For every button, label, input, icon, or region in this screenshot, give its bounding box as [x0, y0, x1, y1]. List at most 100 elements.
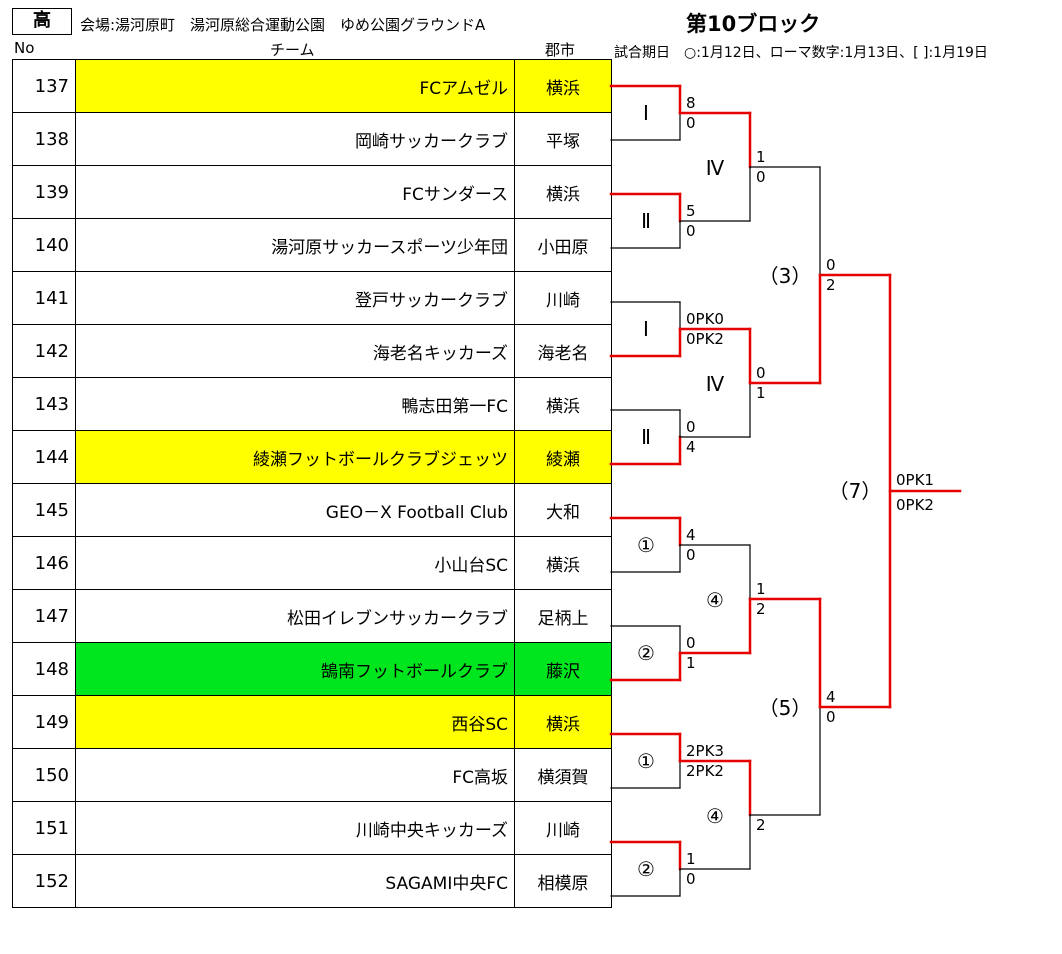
round2-score-bottom: 1: [756, 384, 766, 402]
team-city: 平塚: [514, 112, 612, 166]
team-name: 海老名キッカーズ: [75, 324, 515, 378]
round2-score-top: 0: [756, 364, 766, 382]
round1-match-label: ②: [637, 641, 655, 665]
round1-match-label: Ⅰ: [643, 101, 649, 125]
team-number: 148: [12, 642, 76, 696]
team-city: 相模原: [514, 854, 612, 908]
round1-match-label: ①: [637, 533, 655, 557]
team-number: 140: [12, 218, 76, 272]
round2-match-label: ④: [706, 804, 724, 828]
round3-score-top: 0: [826, 256, 836, 274]
team-name: FC高坂: [75, 748, 515, 802]
round3-match-label: （3）: [759, 264, 812, 288]
round3-score-bottom: 2: [826, 276, 836, 294]
team-city: 大和: [514, 483, 612, 537]
team-city: 小田原: [514, 218, 612, 272]
round2-score-top: 1: [756, 148, 766, 166]
team-name: FCサンダース: [75, 165, 515, 219]
column-header-team: チーム: [270, 41, 315, 59]
team-name: 綾瀬フットボールクラブジェッツ: [75, 430, 515, 484]
round1-score-top: 0: [686, 418, 696, 436]
team-name: FCアムゼル: [75, 59, 515, 113]
round1-match-label: ①: [637, 749, 655, 773]
team-number: 139: [12, 165, 76, 219]
team-number: 147: [12, 589, 76, 643]
team-name: 鴨志田第一FC: [75, 377, 515, 431]
team-number: 137: [12, 59, 76, 113]
team-number: 146: [12, 536, 76, 590]
team-city: 横浜: [514, 377, 612, 431]
team-name: 登戸サッカークラブ: [75, 271, 515, 325]
team-city: 横浜: [514, 165, 612, 219]
round1-score-top: 8: [686, 94, 696, 112]
team-city: 横浜: [514, 536, 612, 590]
round2-match-label: Ⅳ: [706, 156, 725, 180]
round1-match-label: Ⅱ: [641, 209, 651, 233]
team-number: 142: [12, 324, 76, 378]
team-city: 横浜: [514, 59, 612, 113]
round1-score-bottom: 1: [686, 654, 696, 672]
final-score-top: 0PK1: [896, 471, 934, 489]
round1-score-bottom: 0: [686, 870, 696, 888]
round1-score-bottom: 0: [686, 546, 696, 564]
round1-match-label: Ⅱ: [641, 425, 651, 449]
team-city: 藤沢: [514, 642, 612, 696]
team-number: 149: [12, 695, 76, 749]
team-city: 足柄上: [514, 589, 612, 643]
venue-text: 会場:湯河原町 湯河原総合運動公園 ゆめ公園グラウンドA: [80, 16, 486, 34]
round1-score-top: 0PK0: [686, 310, 724, 328]
schedule-legend: 試合期日 ○:1月12日、ローマ数字:1月13日、[ ]:1月19日: [614, 45, 988, 61]
round1-score-bottom: 4: [686, 438, 696, 456]
team-city: 川崎: [514, 801, 612, 855]
round1-score-top: 1: [686, 850, 696, 868]
team-city: 川崎: [514, 271, 612, 325]
round2-score-bottom: 0: [756, 168, 766, 186]
column-header-no: No: [14, 39, 35, 57]
team-name: 湯河原サッカースポーツ少年団: [75, 218, 515, 272]
round1-score-bottom: 0: [686, 222, 696, 240]
round2-score-bottom: 2: [756, 816, 766, 834]
round2-score-bottom: 2: [756, 600, 766, 618]
team-number: 141: [12, 271, 76, 325]
round3-score-bottom: 0: [826, 708, 836, 726]
team-name: 川崎中央キッカーズ: [75, 801, 515, 855]
round1-score-top: 2PK3: [686, 742, 724, 760]
round3-score-top: 4: [826, 688, 836, 706]
team-city: 横須賀: [514, 748, 612, 802]
team-name: 西谷SC: [75, 695, 515, 749]
round2-score-top: 1: [756, 580, 766, 598]
round1-score-top: 5: [686, 202, 696, 220]
final-match-label: （7）: [829, 479, 882, 503]
column-header-city: 郡市: [545, 41, 576, 59]
team-number: 151: [12, 801, 76, 855]
team-city: 横浜: [514, 695, 612, 749]
team-city: 綾瀬: [514, 430, 612, 484]
round1-score-bottom: 0: [686, 114, 696, 132]
round1-score-top: 0: [686, 634, 696, 652]
team-name: GEO－X Football Club: [75, 483, 515, 537]
round1-score-top: 4: [686, 526, 696, 544]
round1-score-bottom: 0PK2: [686, 330, 724, 348]
round3-match-label: （5）: [759, 696, 812, 720]
team-name: 岡崎サッカークラブ: [75, 112, 515, 166]
round2-match-label: Ⅳ: [706, 372, 725, 396]
round1-score-bottom: 2PK2: [686, 762, 724, 780]
round2-match-label: ④: [706, 588, 724, 612]
grade-label: 高: [12, 8, 72, 35]
round1-match-label: ②: [637, 857, 655, 881]
